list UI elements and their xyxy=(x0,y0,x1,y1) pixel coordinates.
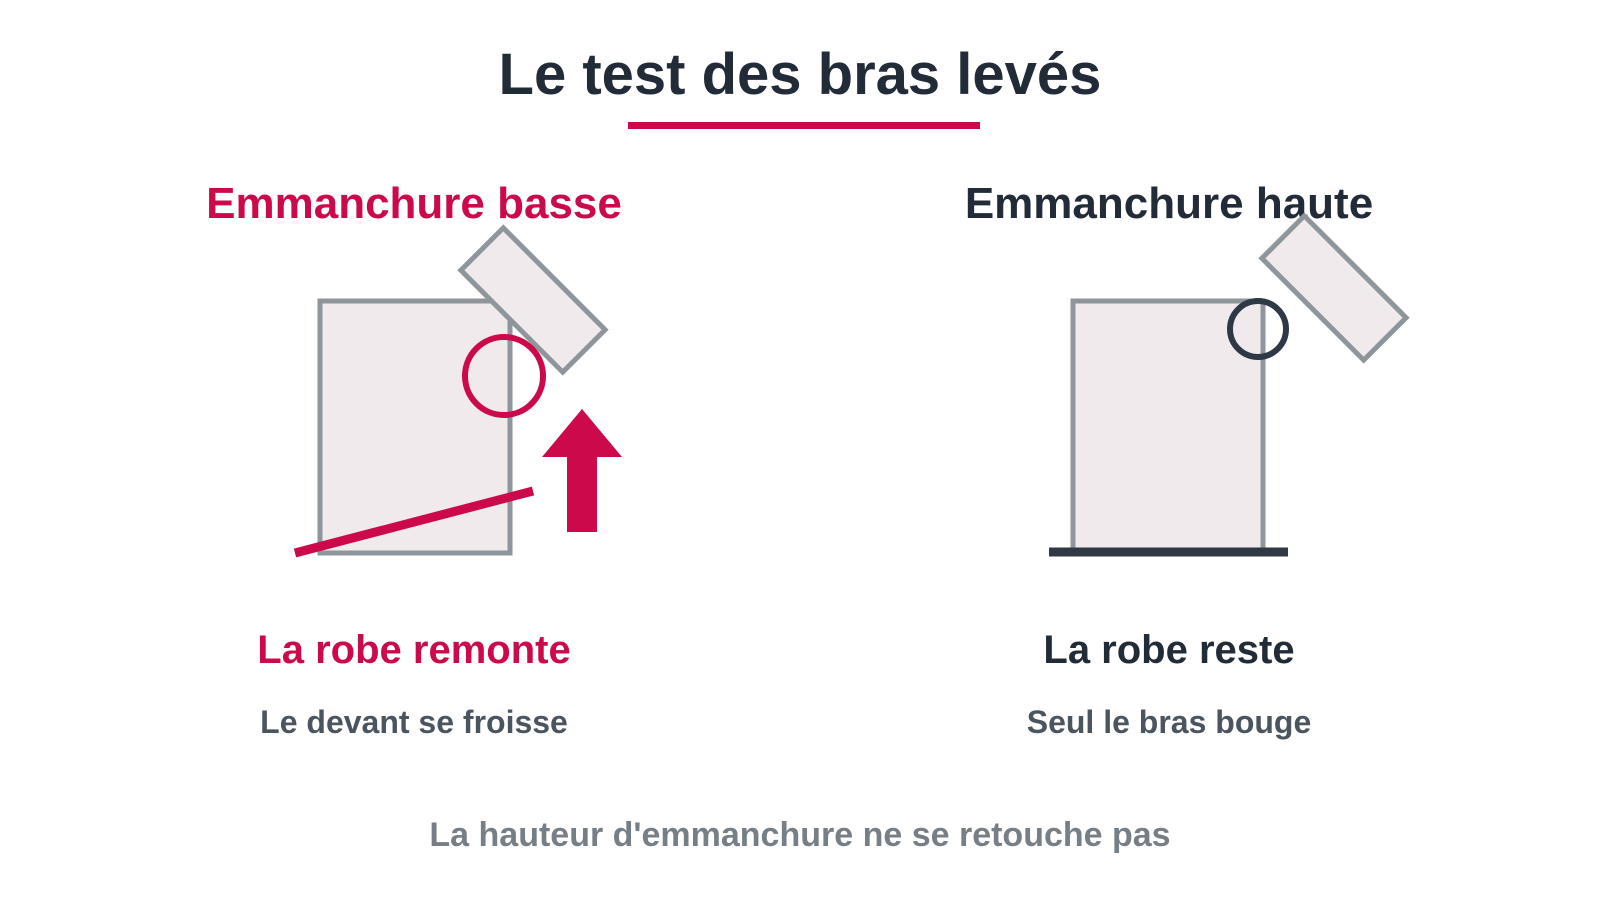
armhole-highlight-left xyxy=(462,334,546,418)
footer-note: La hauteur d'emmanchure ne se retouche p… xyxy=(429,816,1171,854)
high-armhole-result: La robe reste xyxy=(1043,628,1295,672)
raised-arm-left xyxy=(457,224,609,376)
low-armhole-result: La robe remonte xyxy=(257,628,571,672)
raised-arm-right xyxy=(1258,212,1410,364)
high-armhole-diagram xyxy=(1049,212,1410,557)
high-armhole-detail: Seul le bras bouge xyxy=(1026,704,1312,740)
armhole-highlight-right xyxy=(1227,298,1289,360)
low-armhole-diagram xyxy=(293,224,622,558)
low-armhole-heading: Emmanchure basse xyxy=(206,179,622,228)
dress-body-left xyxy=(317,298,513,556)
title-underline xyxy=(628,122,980,129)
page-title: Le test des bras levés xyxy=(498,42,1102,107)
up-arrow-icon xyxy=(542,409,622,532)
hemline-tilted xyxy=(293,486,535,558)
low-armhole-detail: Le devant se froisse xyxy=(260,704,568,740)
